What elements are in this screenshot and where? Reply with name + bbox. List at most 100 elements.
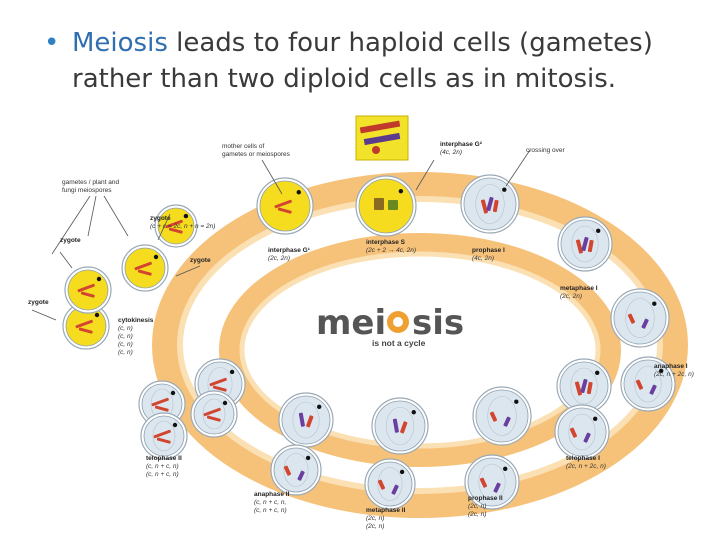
logo-text-a: mei (316, 303, 386, 343)
cell-interphase-s-body (358, 178, 414, 234)
label-crossing-over: crossing over (526, 147, 565, 154)
cell-prophase-2b-chromosome-a (479, 477, 488, 488)
cell-anaphase-1-spindle (634, 365, 662, 403)
label-mother-2: gametes or meiospores (222, 151, 291, 158)
label-interphase-g2: interphase G² (440, 141, 483, 148)
cell-prophase-2a-body (475, 389, 529, 443)
cell-gamete-far-chromosome-a (75, 319, 93, 329)
label-prophase-2-sub1: (2c, n) (468, 503, 486, 510)
cell-interphase-s-chromosome-b (388, 200, 398, 210)
stage-labels: mother cells of gametes or meiospores in… (28, 141, 694, 530)
cell-anaphase-2b-chromosome-b (297, 470, 305, 481)
cell-prophase-2a (472, 386, 532, 446)
cell-telophase-2b-chromosome-b (206, 415, 221, 422)
cell-prophase-1-spindle (475, 184, 505, 224)
cell-prophase-1-centriole (502, 187, 507, 192)
cell-cytokinesis-b-centriole (172, 422, 178, 428)
outer-ring-highlight (177, 196, 663, 494)
pointer-zygote-far (31, 309, 57, 321)
cell-telophase-2a-chromosome-a (209, 377, 227, 387)
cell-anaphase-2b-chromosome-a (283, 465, 292, 476)
cell-anaphase-2b-spindle (283, 453, 309, 487)
label-anaphase-1-sub: (2c, n + 2c, n) (654, 371, 694, 378)
pointer-gametes-1 (51, 195, 91, 255)
cell-metaphase-1a-chromosome-a (575, 239, 583, 254)
cell-metaphase-2a-centriole (411, 410, 416, 415)
label-telophase-1-sub: (2c, n + 2c, n) (566, 463, 606, 470)
label-prophase-1-sub: (4c, 2n) (472, 255, 494, 262)
label-metaphase-2: metaphase II (366, 507, 406, 514)
inset-chromosome-purple (363, 132, 401, 146)
label-interphase-s-sub: (2c + 2 → 4c, 2n) (366, 247, 416, 254)
cell-interphase-g1 (256, 177, 314, 235)
bullet-marker: • (44, 28, 60, 58)
inset-dot (372, 146, 380, 154)
cell-metaphase-1a-chromosome-b (581, 236, 589, 252)
cell-metaphase-2a-chromosome-a (392, 418, 399, 433)
logo-o-inner (393, 317, 403, 327)
cell-metaphase-1b-centriole (652, 301, 657, 306)
label-metaphase-2-sub1: (2c, n) (366, 515, 384, 522)
cell-prophase-2a-centriole (514, 399, 519, 404)
cell-telophase-1-chromosome-b (583, 432, 591, 443)
cell-telophase-2b-chromosome-a (203, 407, 221, 417)
pointer-g2 (415, 159, 435, 191)
cell-cytokinesis-b (140, 412, 188, 460)
cell-gamete-far-centriole (94, 312, 100, 318)
label-interphase-s: interphase S (366, 239, 406, 246)
cell-gamete-far-chromosome-b (78, 327, 93, 334)
cell-metaphase-1b-body (613, 291, 667, 345)
cell-prophase-1-chromosome-b (486, 196, 494, 212)
cell-prophase-2a-spindle (487, 396, 517, 436)
label-anaphase-2-sub2: (c, n + c, n) (254, 507, 287, 514)
cell-metaphase-2a-chromosome-b (400, 421, 408, 434)
label-zygote-left: zygote (60, 237, 81, 244)
outer-ring (152, 172, 688, 518)
cell-gamete-left-centriole (96, 276, 102, 282)
cell-gamete-mid-body (124, 247, 166, 289)
label-zygote-mid: zygote (190, 257, 211, 264)
cell-metaphase-2a (371, 397, 429, 455)
label-anaphase-1: anaphase I (654, 363, 688, 370)
cell-anaphase-1-centriole (659, 368, 664, 373)
cell-anaphase-2a-body (281, 395, 331, 445)
cell-metaphase-1b-chromosome-b (641, 318, 649, 329)
cell-cytokinesis-b-chromosome-b (156, 437, 171, 444)
cell-metaphase-2b-spindle (377, 467, 403, 501)
cell-anaphase-1b-chromosome-c (586, 381, 593, 395)
pointer-gametes-3 (103, 195, 129, 237)
ring-bands (152, 172, 688, 518)
cell-anaphase-2a-centriole (317, 404, 322, 409)
label-metaphase-1: metaphase I (560, 285, 598, 292)
line1-text: leads to four haploid cells (gametes) (167, 28, 653, 58)
label-gametes-1: gametes / plant and (62, 179, 119, 186)
bullet-line-1: Meiosis leads to four haploid cells (gam… (72, 26, 653, 61)
cell-metaphase-2b-chromosome-a (377, 479, 386, 490)
cell-anaphase-1-chromosome-a (635, 379, 644, 390)
label-prophase-2-sub2: (2c, n) (468, 511, 486, 518)
label-telophase-2-sub2: (c, n + c, n) (146, 471, 179, 478)
cell-metaphase-2b-chromosome-b (391, 484, 399, 495)
cells-layer (62, 174, 676, 510)
pointer-zygote-top (157, 213, 171, 241)
cell-zygote-top-centriole (183, 213, 189, 219)
cell-prophase-2a-chromosome-a (489, 411, 498, 422)
cell-anaphase-2a-spindle (292, 401, 320, 439)
logo-text-b: sis (412, 303, 464, 343)
cell-anaphase-1b-centriole (595, 370, 600, 375)
cell-prophase-2b-spindle (478, 463, 506, 501)
cell-interphase-g1-centriole (296, 190, 301, 195)
meiosis-logo: mei sis is not a cycle (316, 303, 464, 348)
label-gametes-2: fungi meiospores (62, 187, 112, 194)
label-telophase-1: telophase I (566, 455, 600, 462)
label-mother-1: mother cells of (222, 143, 264, 150)
crossing-over-inset (355, 115, 409, 161)
cell-prophase-1 (460, 174, 520, 234)
label-telophase-2-sub1: (c, n + c, n) (146, 463, 179, 470)
cell-metaphase-1b-spindle (625, 298, 655, 338)
cell-interphase-s (355, 175, 417, 237)
cell-anaphase-1b-chromosome-a (574, 381, 582, 396)
cell-interphase-g1-chromosome-b (277, 207, 292, 214)
inner-ring (219, 233, 621, 467)
